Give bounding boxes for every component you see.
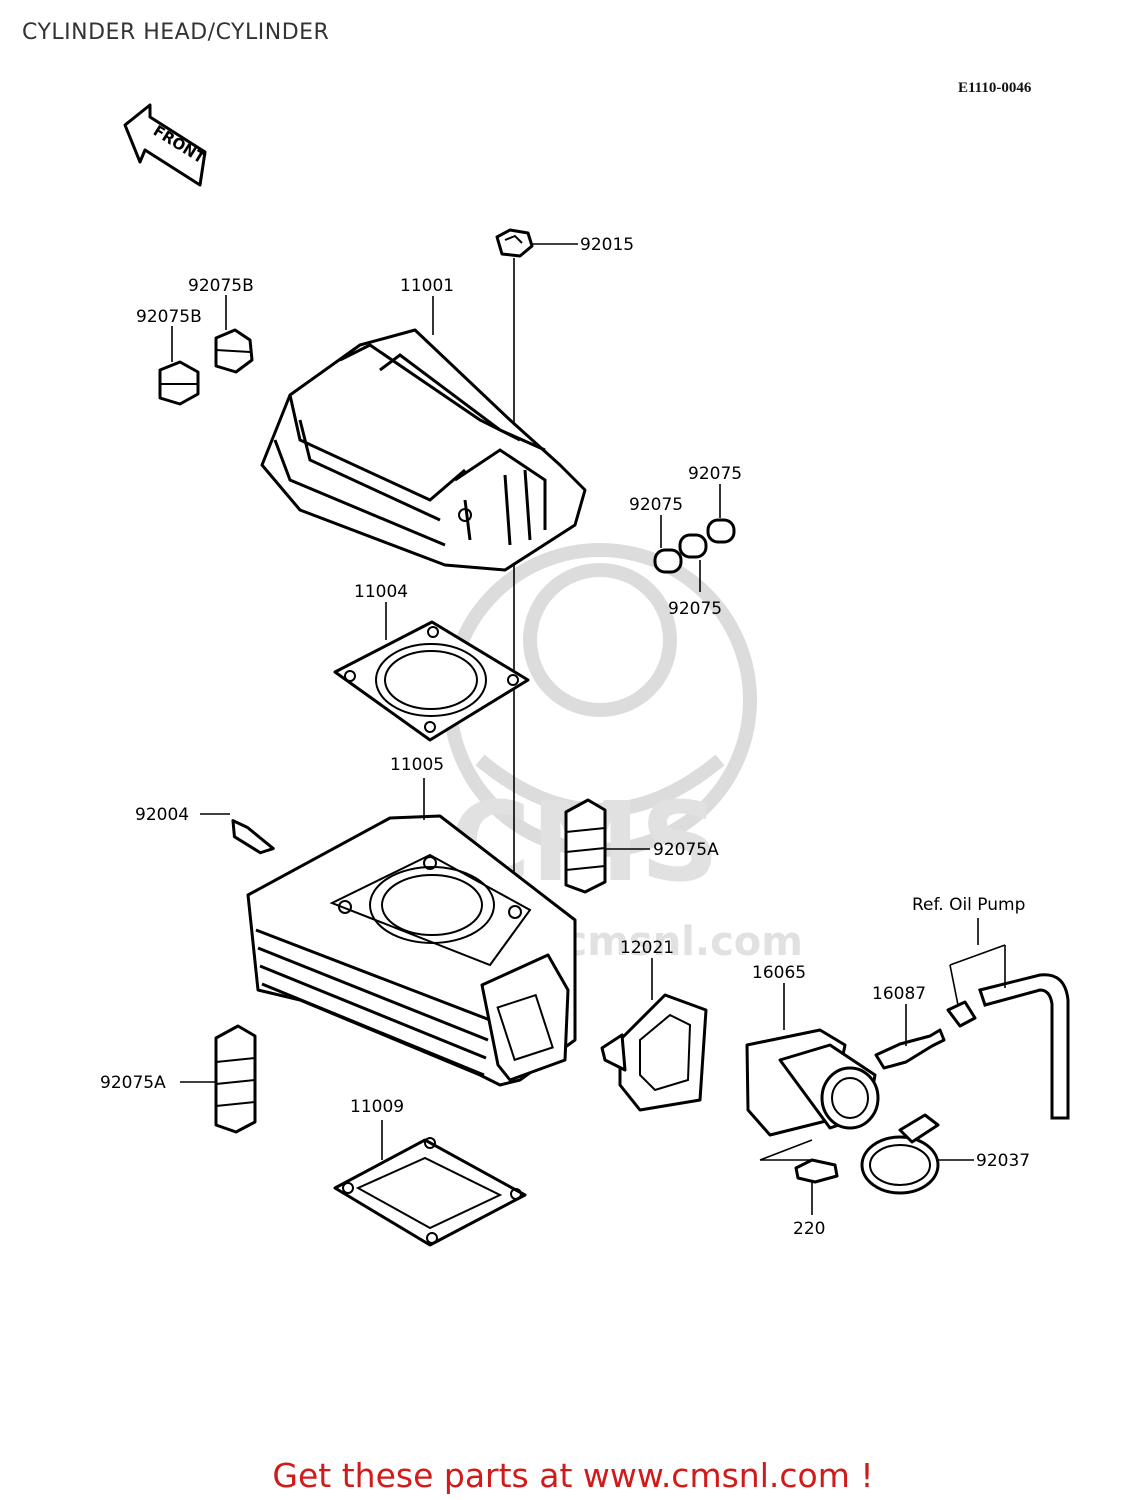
ref-oil-pump-hose — [946, 918, 1070, 1120]
part-92037-hose-clamp[interactable] — [860, 1113, 974, 1195]
part-16087-fitting[interactable] — [874, 1004, 946, 1070]
label-92037: 92037 — [976, 1151, 1030, 1171]
part-11009-base-gasket[interactable] — [333, 1120, 527, 1247]
label-92075-top: 92075 — [688, 464, 742, 484]
part-16065-intake-manifold[interactable] — [745, 983, 880, 1137]
front-arrow-icon: FRONT — [123, 103, 209, 187]
part-11004-head-gasket[interactable] — [333, 602, 530, 742]
part-92075A-blocks-left[interactable] — [180, 1024, 257, 1134]
part-220-bolt[interactable] — [759, 1139, 839, 1215]
label-11009: 11009 — [350, 1097, 404, 1117]
part-92004-stud[interactable] — [200, 811, 275, 863]
label-92004: 92004 — [135, 805, 189, 825]
label-92075-bottom: 92075 — [668, 599, 722, 619]
label-16065: 16065 — [752, 963, 806, 983]
label-11004: 11004 — [354, 582, 408, 602]
label-16087: 16087 — [872, 984, 926, 1004]
part-11001-cylinder-head[interactable] — [260, 296, 587, 572]
part-92075-dowel-pins[interactable] — [653, 484, 736, 592]
label-220: 220 — [793, 1219, 825, 1239]
label-11001: 11001 — [400, 276, 454, 296]
part-92015-nut[interactable] — [495, 228, 578, 905]
part-12021-reed-valve[interactable] — [600, 958, 708, 1112]
part-92075A-blocks-right[interactable] — [564, 798, 650, 894]
label-92015: 92015 — [580, 235, 634, 255]
label-92075B-top: 92075B — [188, 276, 254, 296]
label-92075-mid: 92075 — [629, 495, 683, 515]
label-92075B-bottom: 92075B — [136, 307, 202, 327]
label-11005: 11005 — [390, 755, 444, 775]
part-92075B-dampers[interactable] — [158, 295, 254, 406]
label-92075A-right: 92075A — [653, 840, 719, 860]
label-ref-oil-pump: Ref. Oil Pump — [912, 895, 1025, 915]
page-title: CYLINDER HEAD/CYLINDER — [22, 20, 330, 45]
footer-link-text[interactable]: Get these parts at www.cmsnl.com ! — [272, 1456, 874, 1495]
label-12021: 12021 — [620, 938, 674, 958]
diagram-ref-code: E1110-0046 — [958, 80, 1032, 96]
part-11005-cylinder[interactable] — [246, 778, 577, 1087]
label-92075A-left: 92075A — [100, 1073, 166, 1093]
